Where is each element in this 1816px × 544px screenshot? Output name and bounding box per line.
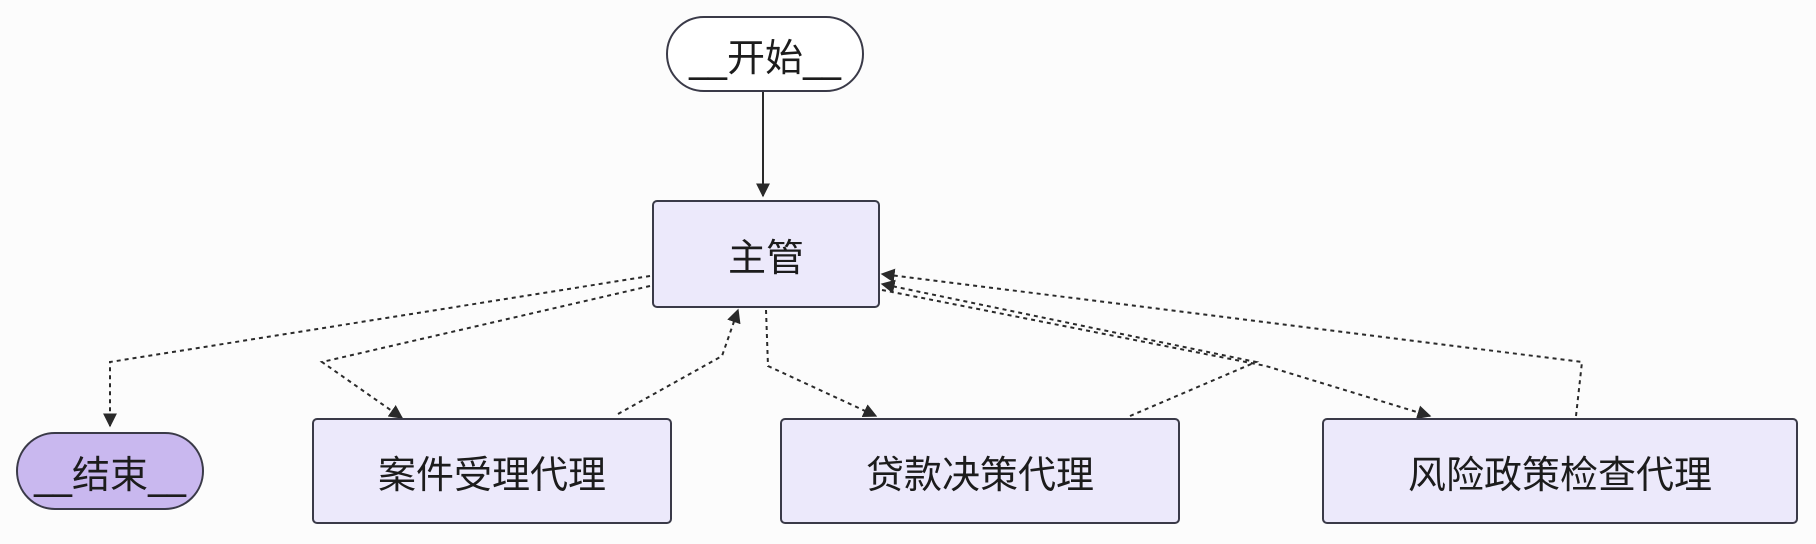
node-start-label: __开始__ bbox=[688, 35, 841, 80]
edge-supervisor-to-case-intake bbox=[319, 285, 651, 419]
edge-supervisor-to-end bbox=[103, 275, 651, 428]
node-loan-decision-label: 贷款决策代理 bbox=[865, 452, 1094, 497]
edge-case-intake-to-supervisor bbox=[617, 308, 741, 415]
node-supervisor: 主管 bbox=[652, 200, 880, 308]
node-case-intake-label: 案件受理代理 bbox=[377, 452, 606, 497]
node-start: __开始__ bbox=[666, 16, 864, 92]
node-loan-decision: 贷款决策代理 bbox=[780, 418, 1180, 524]
node-risk-check: 风险政策检查代理 bbox=[1322, 418, 1798, 524]
node-supervisor-label: 主管 bbox=[727, 235, 804, 280]
node-end: __结束__ bbox=[16, 432, 204, 510]
edge-supervisor-to-loan-decision bbox=[765, 309, 878, 418]
edge-risk-check-to-supervisor bbox=[880, 268, 1584, 417]
edge-supervisor-to-risk-check bbox=[881, 289, 1432, 420]
node-risk-check-label: 风险政策检查代理 bbox=[1407, 452, 1712, 497]
edge-loan-decision-to-supervisor bbox=[880, 279, 1260, 417]
node-case-intake: 案件受理代理 bbox=[312, 418, 672, 524]
node-end-label: __结束__ bbox=[33, 452, 186, 497]
